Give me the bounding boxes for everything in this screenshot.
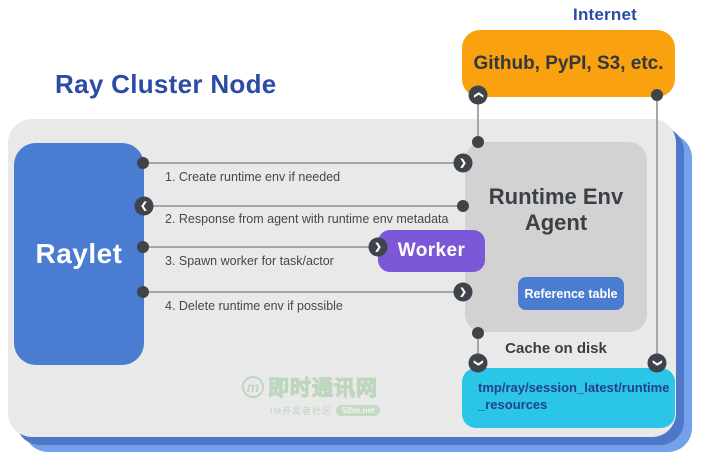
flow-label-2: 2. Response from agent with runtime env …	[165, 212, 449, 226]
chevron-right-icon: ❯	[453, 153, 473, 173]
cluster-node-title: Ray Cluster Node	[55, 69, 277, 99]
flow-label-1: 1. Create runtime env if needed	[165, 170, 341, 184]
raylet-label: Raylet	[35, 238, 123, 269]
chevron-right-icon: ❯	[453, 282, 473, 302]
flow-line-1	[143, 162, 463, 164]
dot-flow2-agent	[457, 200, 469, 212]
raylet-box: Raylet	[14, 143, 144, 365]
runtime-env-agent-title: Runtime Env Agent	[488, 184, 624, 235]
chevron-up-icon: ❯	[468, 85, 488, 105]
internet-label: Internet	[573, 5, 637, 24]
dot-agent-top	[472, 136, 484, 148]
connector-internet-to-cache	[656, 95, 658, 363]
dot-flow1-raylet	[137, 157, 149, 169]
chevron-right-icon: ❯	[368, 237, 388, 257]
cache-path-box: tmp/ray/session_latest/runtime _resource…	[462, 368, 675, 428]
watermark-badge: 52im.net	[336, 405, 381, 416]
chevron-down-icon: ❯	[468, 353, 488, 373]
watermark-logo-icon: m	[242, 376, 264, 398]
reference-table-button: Reference table	[518, 277, 624, 310]
dot-agent-bottom	[472, 327, 484, 339]
dot-internet-right	[651, 89, 663, 101]
chevron-left-icon: ❮	[134, 196, 154, 216]
internet-sources-box: Github, PyPI, S3, etc.	[462, 30, 675, 97]
flow-label-3: 3. Spawn worker for task/actor	[165, 254, 334, 268]
dot-flow4-raylet	[137, 286, 149, 298]
flow-line-2	[144, 205, 463, 207]
cache-path-line1: tmp/ray/session_latest/runtime	[478, 380, 670, 395]
cache-path-line2: _resources	[478, 396, 548, 412]
internet-sources-label: Github, PyPI, S3, etc.	[473, 52, 664, 74]
chevron-down-icon: ❯	[647, 353, 667, 373]
cache-on-disk-label: Cache on disk	[505, 340, 607, 357]
worker-box: Worker	[378, 230, 485, 272]
watermark-title: 即时通讯网	[268, 377, 378, 401]
worker-label: Worker	[397, 240, 466, 261]
flow-line-4	[143, 291, 463, 293]
watermark-subtitle: IM开发者社区	[270, 406, 332, 416]
dot-flow3-raylet	[137, 241, 149, 253]
flow-line-3	[143, 246, 378, 248]
connector-internet-to-agent	[477, 95, 479, 142]
flow-label-4: 4. Delete runtime env if possible	[165, 299, 343, 313]
reference-table-label: Reference table	[524, 286, 618, 301]
connector-agent-to-cache	[477, 333, 479, 363]
watermark: m 即时通讯网 IM开发者社区 52im.net	[242, 372, 381, 417]
